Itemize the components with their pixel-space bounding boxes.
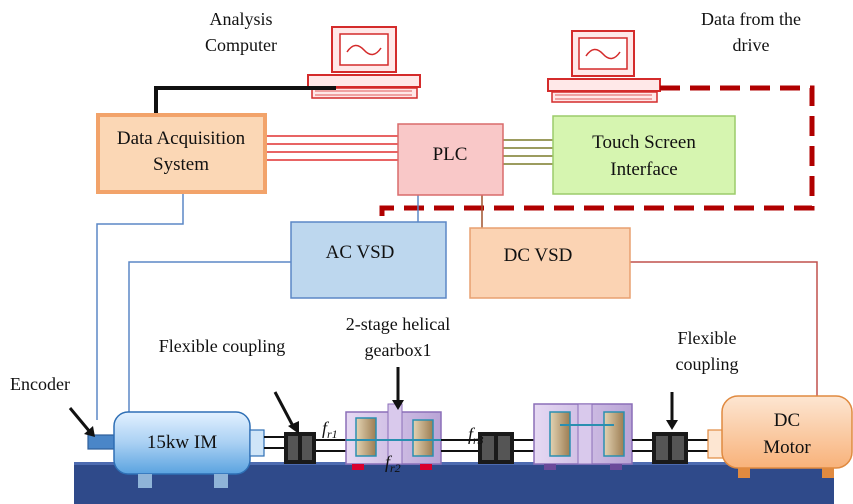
induction-motor-label: 15kw IM (147, 432, 217, 453)
plc-touch-bus (503, 139, 553, 165)
dc-vsd-label: DC VSD (504, 245, 573, 266)
drive-data-dashed-link (379, 85, 815, 222)
computer-daq-link (154, 86, 336, 115)
drive-data-label-2: drive (733, 35, 770, 55)
right-coupling-label-2: coupling (676, 354, 739, 374)
fr1-label: fr1 (322, 418, 338, 441)
gearbox-label-1: 2-stage helical (346, 314, 450, 334)
left-coupling-arrow (273, 391, 296, 429)
left-flexible-coupling (284, 432, 316, 464)
plc-box (397, 123, 504, 196)
daq-label-2: System (153, 154, 209, 175)
right-flexible-coupling (652, 432, 688, 464)
acvsd-motor-link (128, 261, 291, 412)
daq-encoder-link (96, 192, 184, 420)
right-coupling-label-1: Flexible (678, 328, 737, 348)
dc-motor-label-2: Motor (763, 437, 811, 458)
drive-data-computer-icon (547, 30, 661, 103)
touch-label-1: Touch Screen (592, 132, 696, 153)
analysis-computer-label-2: Computer (205, 35, 277, 55)
fr2-label: fr2 (385, 452, 401, 475)
ac-vsd-box (290, 221, 447, 299)
dc-vsd-box (469, 227, 631, 299)
middle-coupling (478, 432, 514, 464)
dc-motor-icon (707, 395, 853, 478)
encoder-label: Encoder (10, 374, 70, 394)
gearbox-2-icon (533, 403, 633, 470)
dcvsd-motor-link (630, 261, 818, 396)
daq-plc-bus (265, 135, 398, 161)
touch-label-2: Interface (610, 159, 678, 180)
drive-data-label-1: Data from the (701, 9, 801, 29)
plc-label: PLC (433, 144, 468, 165)
encoder-icon (68, 407, 115, 450)
daq-label-1: Data Acquisition (117, 128, 246, 149)
analysis-computer-label-1: Analysis (210, 9, 273, 29)
gearbox-1-icon (345, 403, 442, 470)
left-coupling-label: Flexible coupling (159, 336, 285, 356)
analysis-computer-icon (307, 26, 421, 99)
dc-motor-label-1: DC (774, 410, 800, 431)
gearbox-label-2: gearbox1 (365, 340, 432, 360)
data-acquisition-box (96, 113, 267, 194)
fr3-label: fr3 (468, 424, 484, 447)
induction-motor-icon (113, 411, 284, 488)
touch-screen-box (552, 115, 736, 195)
ac-vsd-label: AC VSD (326, 242, 395, 263)
